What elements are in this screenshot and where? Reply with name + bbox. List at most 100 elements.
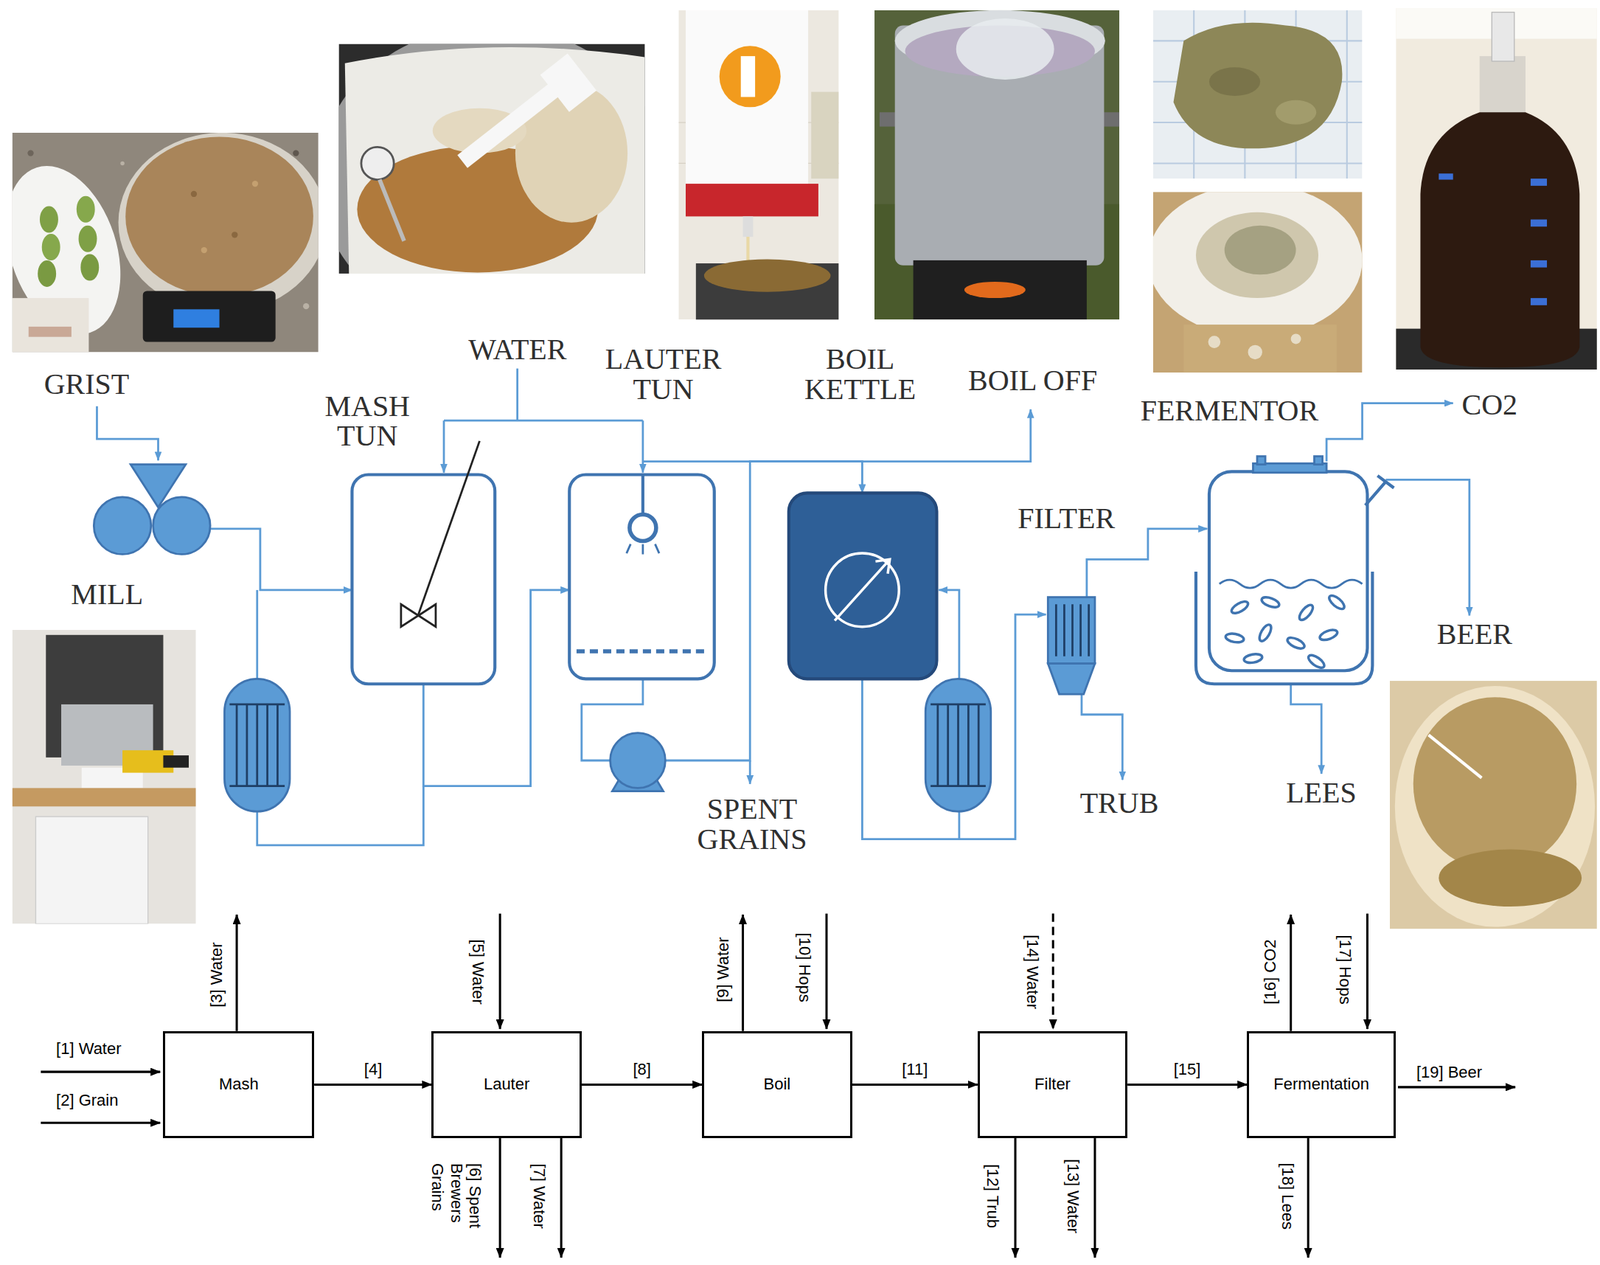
stream-arrow bbox=[1052, 913, 1055, 1029]
photo-boil bbox=[956, 18, 1055, 80]
photo-ale-pail bbox=[678, 10, 839, 320]
pipe-line bbox=[516, 368, 519, 422]
boil-kettle-symbol bbox=[788, 492, 938, 679]
heat-exchanger-symbol bbox=[224, 678, 290, 812]
stream-number: [17] Hops bbox=[1335, 934, 1354, 1005]
photo-lees bbox=[1413, 696, 1577, 871]
photo-carboy bbox=[1395, 8, 1598, 370]
photo-grain-hops bbox=[125, 136, 314, 296]
photo-ale-pail bbox=[704, 259, 831, 292]
stream-label: WATER bbox=[468, 334, 567, 365]
photo-grain-hops bbox=[27, 149, 34, 156]
stream-arrow bbox=[499, 913, 502, 1029]
boil-kettle-symbol bbox=[788, 492, 938, 679]
stream-label: TRUB bbox=[1080, 788, 1160, 819]
photo-grain-hops bbox=[42, 233, 61, 261]
photo-funnel bbox=[1183, 324, 1337, 373]
stream-number: [18] Lees bbox=[1278, 1162, 1297, 1230]
lauter-tun-symbol bbox=[569, 474, 715, 680]
fermentor-symbol bbox=[1224, 631, 1244, 643]
stream-label: BEER bbox=[1437, 619, 1513, 650]
pump-symbol bbox=[610, 732, 666, 792]
heat-exchanger-symbol bbox=[925, 678, 991, 812]
lauter-tun-symbol bbox=[569, 474, 715, 680]
photo-carboy bbox=[1479, 56, 1526, 118]
photo-mash bbox=[338, 44, 645, 274]
photo-funnel bbox=[1208, 335, 1222, 349]
stream-arrow bbox=[825, 913, 828, 1029]
photo-mash bbox=[379, 179, 405, 242]
photo-grain-hops bbox=[12, 132, 319, 353]
photo-ale-pail bbox=[685, 10, 809, 189]
heat-exchanger-symbol bbox=[925, 678, 991, 812]
stream-number: [12] Trub bbox=[983, 1164, 1003, 1229]
equipment-symbol: LAUTER TUN bbox=[569, 474, 715, 680]
stream-number: [10] Hops bbox=[794, 932, 814, 1003]
mill-symbol bbox=[153, 496, 211, 555]
stream-number: [4] bbox=[362, 1059, 384, 1078]
fermentor-symbol bbox=[1209, 471, 1368, 671]
heat-exchanger-symbol bbox=[930, 704, 986, 786]
process-box: Filter bbox=[977, 1030, 1128, 1138]
pipe-line bbox=[1385, 479, 1469, 615]
process-box: Fermentation bbox=[1246, 1030, 1396, 1138]
photo-lees bbox=[1395, 685, 1595, 927]
photo-grain-hops bbox=[80, 254, 99, 281]
photo-funnel bbox=[1224, 225, 1297, 275]
boil-kettle-symbol bbox=[825, 552, 900, 627]
photo-lees bbox=[1428, 734, 1483, 778]
fermentor-symbol bbox=[1257, 622, 1274, 643]
photo-lees bbox=[1438, 848, 1582, 907]
fermentor-symbol bbox=[1327, 592, 1347, 611]
process-label: Fermentation bbox=[1273, 1074, 1370, 1094]
equipment-label: FILTER bbox=[1017, 503, 1115, 534]
photo-grain-hops bbox=[118, 132, 319, 313]
photo-mash bbox=[361, 146, 394, 180]
photo-mill bbox=[12, 629, 197, 924]
filter-symbol bbox=[1047, 597, 1095, 664]
process-label: Filter bbox=[1034, 1074, 1071, 1094]
photo-carboy bbox=[1530, 260, 1547, 268]
stream-arrow bbox=[1289, 914, 1292, 1031]
heat-exchanger-symbol bbox=[229, 704, 285, 786]
photo-funnel bbox=[1153, 191, 1363, 337]
stream-number: [15] bbox=[1172, 1059, 1203, 1078]
mash-tun-symbol bbox=[351, 474, 495, 685]
photo-grain-hops bbox=[252, 180, 259, 187]
fermentor-symbol bbox=[1219, 579, 1363, 588]
pipe-line bbox=[96, 406, 158, 461]
mash-tun-symbol bbox=[401, 603, 436, 626]
process-label: Lauter bbox=[483, 1074, 530, 1094]
equipment-label: FERMENTOR bbox=[1140, 395, 1320, 427]
equipment-symbol: BOIL KETTLE bbox=[788, 492, 938, 679]
stream-label: LEES bbox=[1285, 777, 1357, 809]
photo-grain-hops bbox=[201, 247, 208, 253]
process-box: Boil bbox=[701, 1030, 852, 1138]
stream-arrow bbox=[40, 1121, 160, 1124]
stream-number: [16] CO2 bbox=[1260, 939, 1280, 1005]
equipment-label: LAUTER TUN bbox=[600, 344, 727, 405]
photo-mash bbox=[345, 47, 646, 274]
equipment-symbol: FERMENTOR bbox=[1207, 457, 1373, 684]
photo-hop-trub bbox=[1275, 100, 1317, 125]
photo-carboy bbox=[1420, 112, 1580, 368]
fermentor-symbol bbox=[1195, 571, 1373, 684]
stream-arrow bbox=[1307, 1137, 1310, 1258]
photo-hop-trub bbox=[1153, 10, 1363, 179]
boil-kettle-symbol bbox=[834, 558, 890, 621]
flow-arrow bbox=[581, 1083, 702, 1086]
stream-arrow bbox=[741, 914, 744, 1031]
heat-exchanger-symbol bbox=[224, 678, 290, 812]
photo-boil bbox=[874, 10, 1120, 320]
fermentor-symbol bbox=[1224, 592, 1347, 670]
photo-carboy bbox=[1530, 297, 1547, 306]
fermentor-symbol bbox=[1195, 456, 1394, 685]
photo-grain-hops bbox=[28, 326, 72, 337]
stream-number: [9] Water bbox=[712, 937, 732, 1003]
photo-lees bbox=[1389, 680, 1598, 929]
photo-grain-hops bbox=[12, 132, 319, 353]
photo-mash bbox=[540, 53, 597, 113]
fermentor-symbol bbox=[1296, 602, 1315, 622]
fermentor-symbol bbox=[1243, 652, 1263, 664]
